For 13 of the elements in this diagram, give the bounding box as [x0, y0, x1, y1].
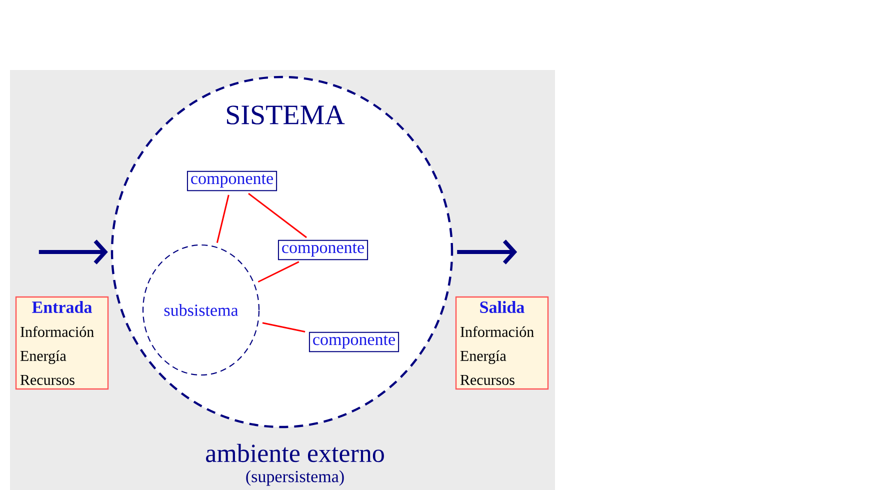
connector-line: [216, 194, 230, 243]
component-box: componente: [186, 170, 278, 192]
environment-label: (supersistema): [246, 470, 344, 486]
arrow: [457, 240, 518, 264]
environment-label: ambiente externo: [206, 444, 384, 462]
connector-line: [258, 261, 300, 283]
connector-line: [248, 192, 307, 238]
io-box: Salida Información Energía Recursos: [455, 296, 549, 390]
arrow: [38, 240, 108, 264]
connector-line: [262, 322, 306, 332]
io-box: Entrada Información Energía Recursos: [15, 296, 109, 390]
component-box: componente: [278, 240, 368, 260]
component-box: componente: [308, 332, 400, 352]
